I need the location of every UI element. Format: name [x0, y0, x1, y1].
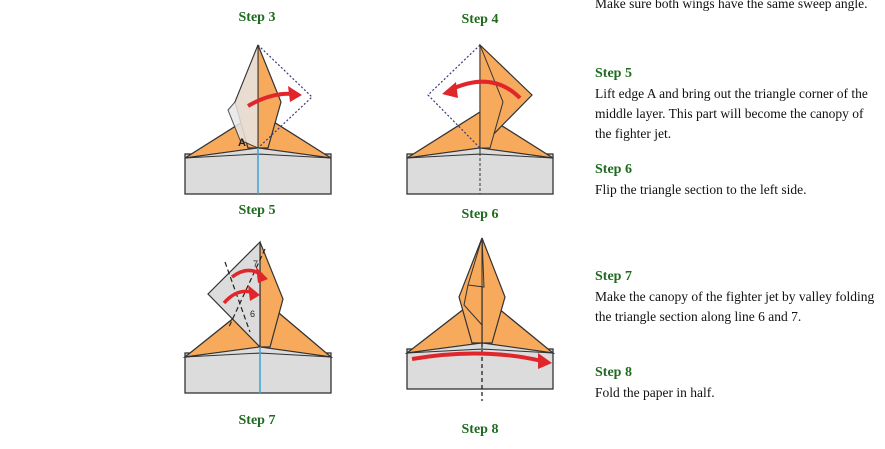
step8-text: Fold the paper in half. [595, 385, 715, 400]
step6-label: Step 6 [461, 207, 499, 222]
step5-text: Lift edge A and bring out the triangle c… [595, 86, 868, 141]
step5-title: Step 5 [595, 66, 632, 81]
diagram-step8 [404, 237, 556, 401]
step6-text: Flip the triangle section to the left si… [595, 182, 807, 197]
diagram-step6 [406, 43, 554, 195]
step7-text: Make the canopy of the fighter jet by va… [595, 289, 875, 324]
diagram-step5: A [184, 44, 332, 195]
step7-label: Step 7 [238, 413, 276, 428]
step8-label: Step 8 [461, 422, 499, 437]
step4-label: Step 4 [461, 12, 499, 27]
step8-title: Step 8 [595, 365, 632, 380]
line-6-label: 6 [250, 309, 255, 319]
intro-text: Make sure both wings have the same sweep… [595, 0, 868, 11]
diagram-step7: 7 6 [182, 240, 334, 394]
step5-label: Step 5 [238, 203, 276, 218]
step6-title: Step 6 [595, 162, 632, 177]
step7-title: Step 7 [595, 269, 632, 284]
line-7-label: 7 [253, 259, 258, 269]
step3-label: Step 3 [238, 10, 276, 25]
edge-a-label: A [238, 137, 246, 149]
